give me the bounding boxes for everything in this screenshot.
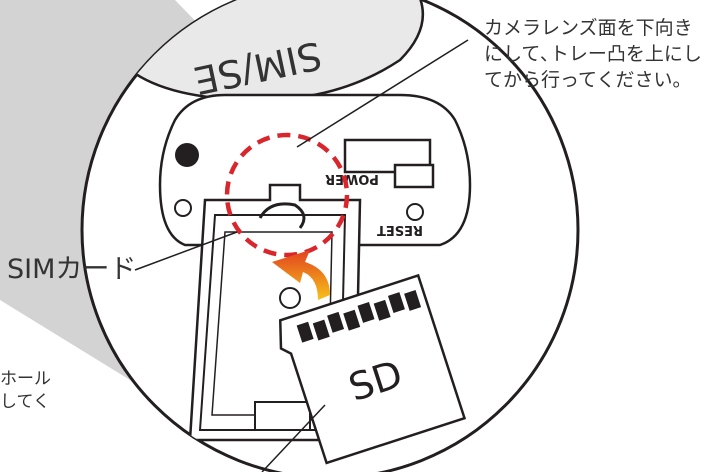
tray-hole bbox=[279, 287, 301, 309]
sim-card-label: SIMカード bbox=[7, 254, 136, 285]
sd-leader-line bbox=[261, 404, 326, 472]
sim-notch bbox=[258, 202, 306, 229]
instruction-line-2: にして､トレー凸を上にし bbox=[484, 43, 702, 65]
sd-card: SD bbox=[278, 273, 467, 465]
sim-leader-line bbox=[134, 231, 238, 271]
insert-arrow bbox=[272, 250, 330, 300]
instruction-line-3: てから行ってください。 bbox=[484, 69, 691, 91]
screw-hole bbox=[174, 199, 192, 217]
instruction-leader-line bbox=[296, 39, 469, 148]
power-button bbox=[393, 163, 435, 189]
left-fragment-2: してく bbox=[0, 392, 50, 412]
reset-hole bbox=[406, 203, 424, 221]
left-fragment-1: ホール bbox=[0, 369, 51, 389]
lens-hole bbox=[175, 143, 199, 167]
reset-label: RESET bbox=[377, 222, 423, 237]
instruction-line-1: カメラレンズ面を下向き bbox=[484, 17, 693, 39]
sd-contacts bbox=[296, 290, 422, 343]
highlight-circle bbox=[224, 132, 350, 258]
tray-tab bbox=[254, 401, 311, 431]
power-label: POWER bbox=[325, 171, 379, 186]
